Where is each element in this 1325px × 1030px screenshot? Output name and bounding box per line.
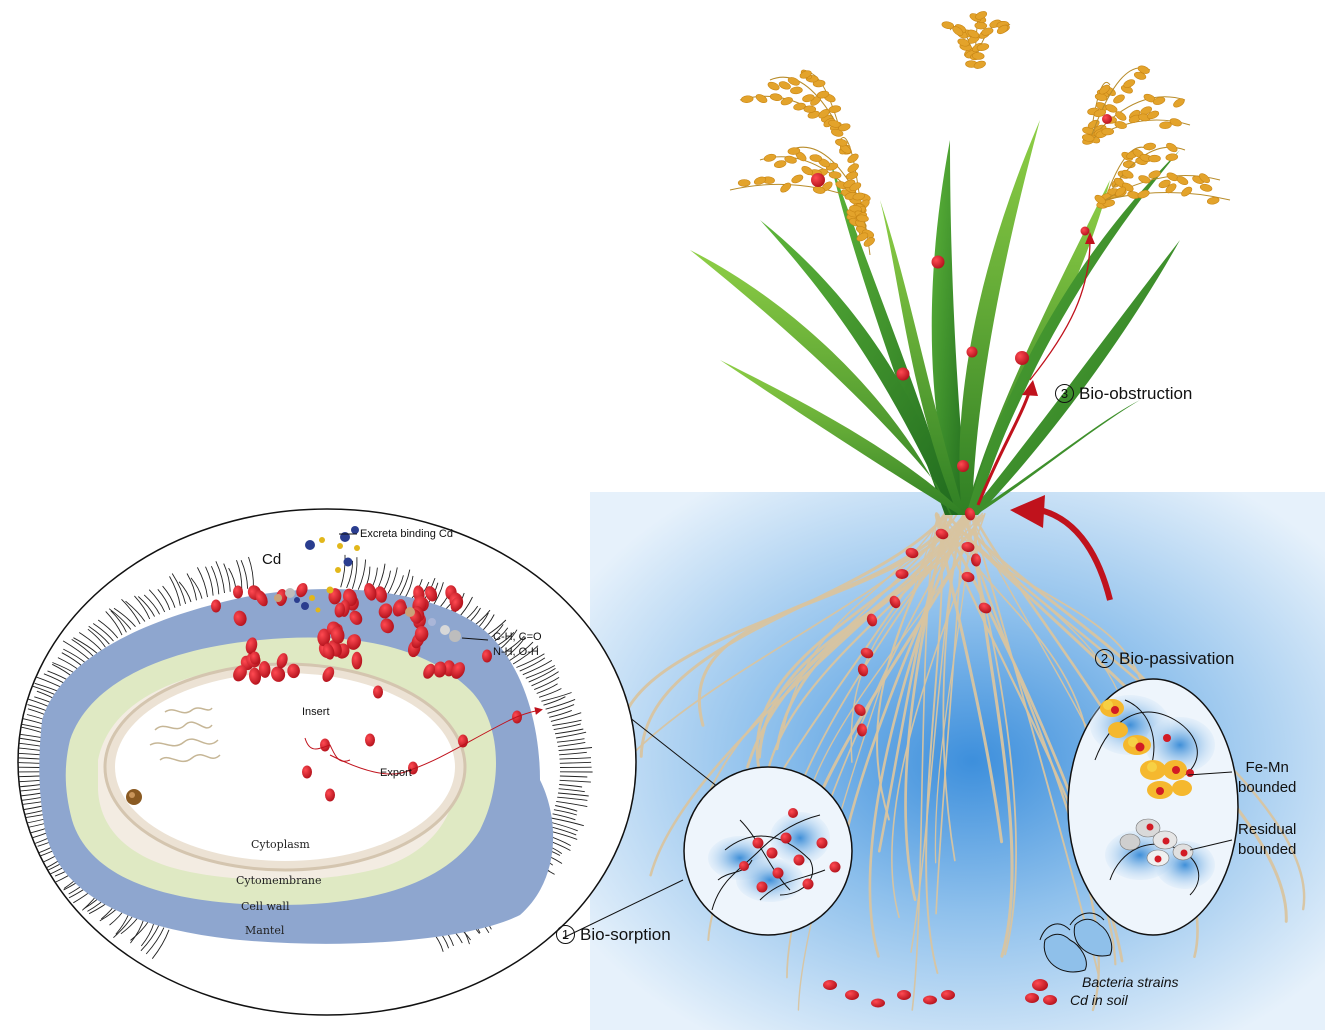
bio-passivation-label: 2 Bio-passivation bbox=[1095, 649, 1234, 669]
residual-line1: Residual bbox=[1238, 821, 1297, 838]
bacteria-legend-shapes bbox=[1039, 912, 1113, 973]
bio-sorption-label: 1 Bio-sorption bbox=[556, 925, 671, 945]
functional-groups-label: C-H, C=O N-H, O-H bbox=[493, 630, 542, 660]
bio-sorption-text: Bio-sorption bbox=[580, 925, 671, 944]
groups-line2: N-H, O-H bbox=[493, 646, 539, 658]
bio-passivation-inset bbox=[1067, 678, 1239, 936]
cd-in-soil-label: Cd in soil bbox=[1070, 992, 1128, 1008]
excreta-label: Excreta binding Cd bbox=[360, 528, 453, 540]
bacterial-cell-inset bbox=[17, 508, 637, 1016]
rice-panicles bbox=[729, 11, 1231, 256]
cd-in-roots bbox=[854, 507, 992, 737]
fe-mn-line2: bounded bbox=[1238, 779, 1297, 796]
rice-leaves bbox=[690, 120, 1180, 515]
cytomembrane-label: Cytomembrane bbox=[236, 874, 322, 887]
cytoplasm-label: Cytoplasm bbox=[251, 838, 310, 851]
bio-passivation-text: Bio-passivation bbox=[1119, 649, 1235, 668]
cd-label: Cd bbox=[262, 551, 282, 568]
cd-in-soil bbox=[823, 979, 1057, 1008]
fe-mn-bounded-label: Fe-Mn bounded bbox=[1238, 758, 1296, 798]
groups-line1: C-H, C=O bbox=[493, 631, 542, 643]
bio-obstruction-number: 3 bbox=[1055, 384, 1074, 403]
export-label: Export bbox=[380, 767, 412, 779]
residual-bounded-label: Residual bounded bbox=[1238, 820, 1296, 860]
bio-sorption-number: 1 bbox=[556, 925, 575, 944]
fe-mn-line1: Fe-Mn bbox=[1245, 759, 1289, 776]
bacteria-strains-label: Bacteria strains bbox=[1082, 974, 1179, 990]
bio-sorption-inset bbox=[562, 690, 853, 939]
transport-arrows bbox=[976, 232, 1113, 601]
insert-label: Insert bbox=[302, 706, 330, 718]
cd-in-plant bbox=[811, 114, 1112, 472]
bio-obstruction-text: Bio-obstruction bbox=[1079, 384, 1193, 403]
residual-line2: bounded bbox=[1238, 841, 1297, 858]
mantel-label: Mantel bbox=[245, 924, 285, 937]
bio-passivation-number: 2 bbox=[1095, 649, 1114, 668]
bio-obstruction-label: 3 Bio-obstruction bbox=[1055, 384, 1192, 404]
cell-wall-label: Cell wall bbox=[241, 900, 290, 913]
